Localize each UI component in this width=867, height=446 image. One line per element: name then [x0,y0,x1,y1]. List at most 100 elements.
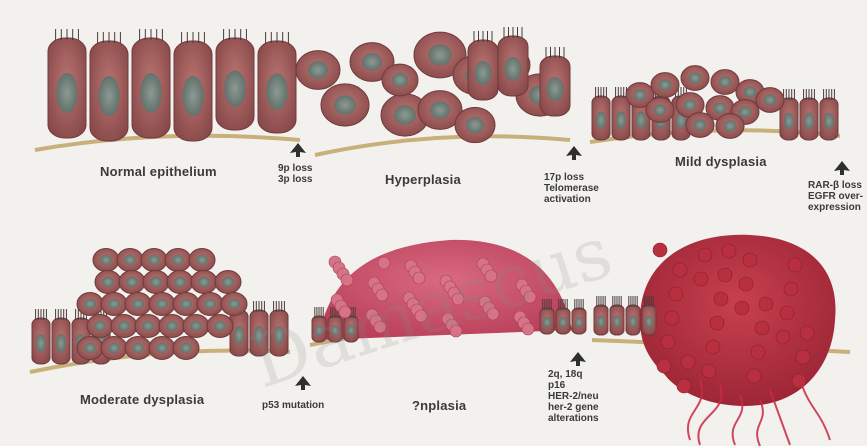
invasive-strand [800,380,830,440]
cell-nucleus [428,45,451,66]
cell-nucleus [214,321,226,331]
cell-nucleus [505,57,522,81]
cell-nucleus [744,86,757,97]
cell-nucleus [100,255,112,265]
cell-nucleus [172,255,184,265]
tumor-cell [341,274,353,286]
invasive-tumor-cell [718,268,732,282]
cell-nucleus [719,76,732,87]
cell-nucleus [394,105,416,124]
tumor-cell [485,270,497,282]
cell-nucleus [784,113,794,130]
tumor-cell [522,323,534,335]
tumor-cell [487,308,499,320]
cell-nucleus [108,343,120,353]
invasive-tumor-cell [710,316,724,330]
cell-nucleus [274,326,284,344]
up-arrow-icon [834,161,850,175]
cell-nucleus [140,73,161,113]
up-arrow-icon [570,352,586,366]
cell-nucleus [308,61,328,79]
invasive-tumor-cell [739,277,753,291]
up-arrow-icon [295,376,311,390]
cell-nucleus [222,277,234,287]
cell-nucleus [132,299,144,309]
invasive-tumor-cell [722,244,736,258]
cell-nucleus [764,94,777,105]
stage-label-hyperplasia: Hyperplasia [385,172,461,187]
cell-nucleus [126,277,138,287]
cell-nucleus [142,321,154,331]
cell-nucleus [645,316,653,328]
cell-nucleus [694,119,707,130]
event-note-9p-3p-loss: 9p loss 3p loss [278,163,312,185]
up-arrow-icon [290,143,306,157]
invasive-tumor-cell [776,330,790,344]
cell-nucleus [739,106,752,117]
cell-nucleus [224,70,245,107]
cell-nucleus [347,325,355,335]
invasive-tumor-cell [784,282,798,296]
cell-nucleus [430,101,450,119]
cell-nucleus [634,89,647,100]
cell-nucleus [180,343,192,353]
invasive-tumor-cell [681,355,695,369]
cell-nucleus [84,299,96,309]
invasive-tumor-cell [657,359,671,373]
invasive-tumor-cell [751,345,765,359]
invasive-tumor-cell [743,253,757,267]
cell-nucleus [150,277,162,287]
invasive-tumor-cell [714,292,728,306]
event-line: RAR-β loss [808,180,863,191]
event-line: 9p loss [278,163,312,174]
cell-nucleus [613,316,621,328]
invasive-tumor-cell [780,306,794,320]
invasive-carcinoma-illustration [592,235,850,446]
invasive-tumor-cell [698,248,712,262]
cell-nucleus [654,104,667,115]
cell-nucleus [36,334,46,352]
stage-label-moderate-dysplasia: Moderate dysplasia [80,392,204,407]
cell-nucleus [132,343,144,353]
invasive-tumor-cell [665,311,679,325]
event-line: HER-2/neu [548,391,599,402]
cell-nucleus [166,321,178,331]
cell-nucleus [596,111,606,129]
cell-nucleus [56,73,77,113]
invasive-strand [757,400,763,446]
cell-nucleus [198,277,210,287]
cell-nucleus [466,117,484,133]
tumor-cell [524,291,536,303]
cell-nucleus [575,317,583,327]
event-line: EGFR over- [808,191,863,202]
invasive-tumor-cell [735,301,749,315]
tumor-cell [376,289,388,301]
event-note-p53: p53 mutation [262,400,324,411]
invasive-tumor-cell [661,335,675,349]
cell-nucleus [174,277,186,287]
cell-nucleus [543,317,551,327]
tumor-cell [374,321,386,333]
invasive-tumor-cell [788,258,802,272]
cell-nucleus [228,299,240,309]
invasive-tumor-cell [796,350,810,364]
cell-nucleus [108,299,120,309]
invasive-tumor-cell [747,369,761,383]
carcinoma-in-situ-illustration [310,240,586,345]
event-line: p16 [548,380,599,391]
stage-label-mild-dysplasia: Mild dysplasia [675,154,767,169]
cell-nucleus [196,255,208,265]
cell-nucleus [190,321,202,331]
invasive-tumor-cell [673,263,687,277]
cell-nucleus [94,321,106,331]
hyperplasia-illustration [296,27,570,155]
cell-nucleus [204,299,216,309]
cell-nucleus [714,102,727,113]
tumor-cell [339,306,351,318]
event-line: 3p loss [278,174,312,185]
event-line: expression [808,202,863,213]
cell-nucleus [254,326,264,344]
invasive-tumor-cell [800,326,814,340]
cell-nucleus [559,317,567,327]
tumor-cell [378,257,390,269]
